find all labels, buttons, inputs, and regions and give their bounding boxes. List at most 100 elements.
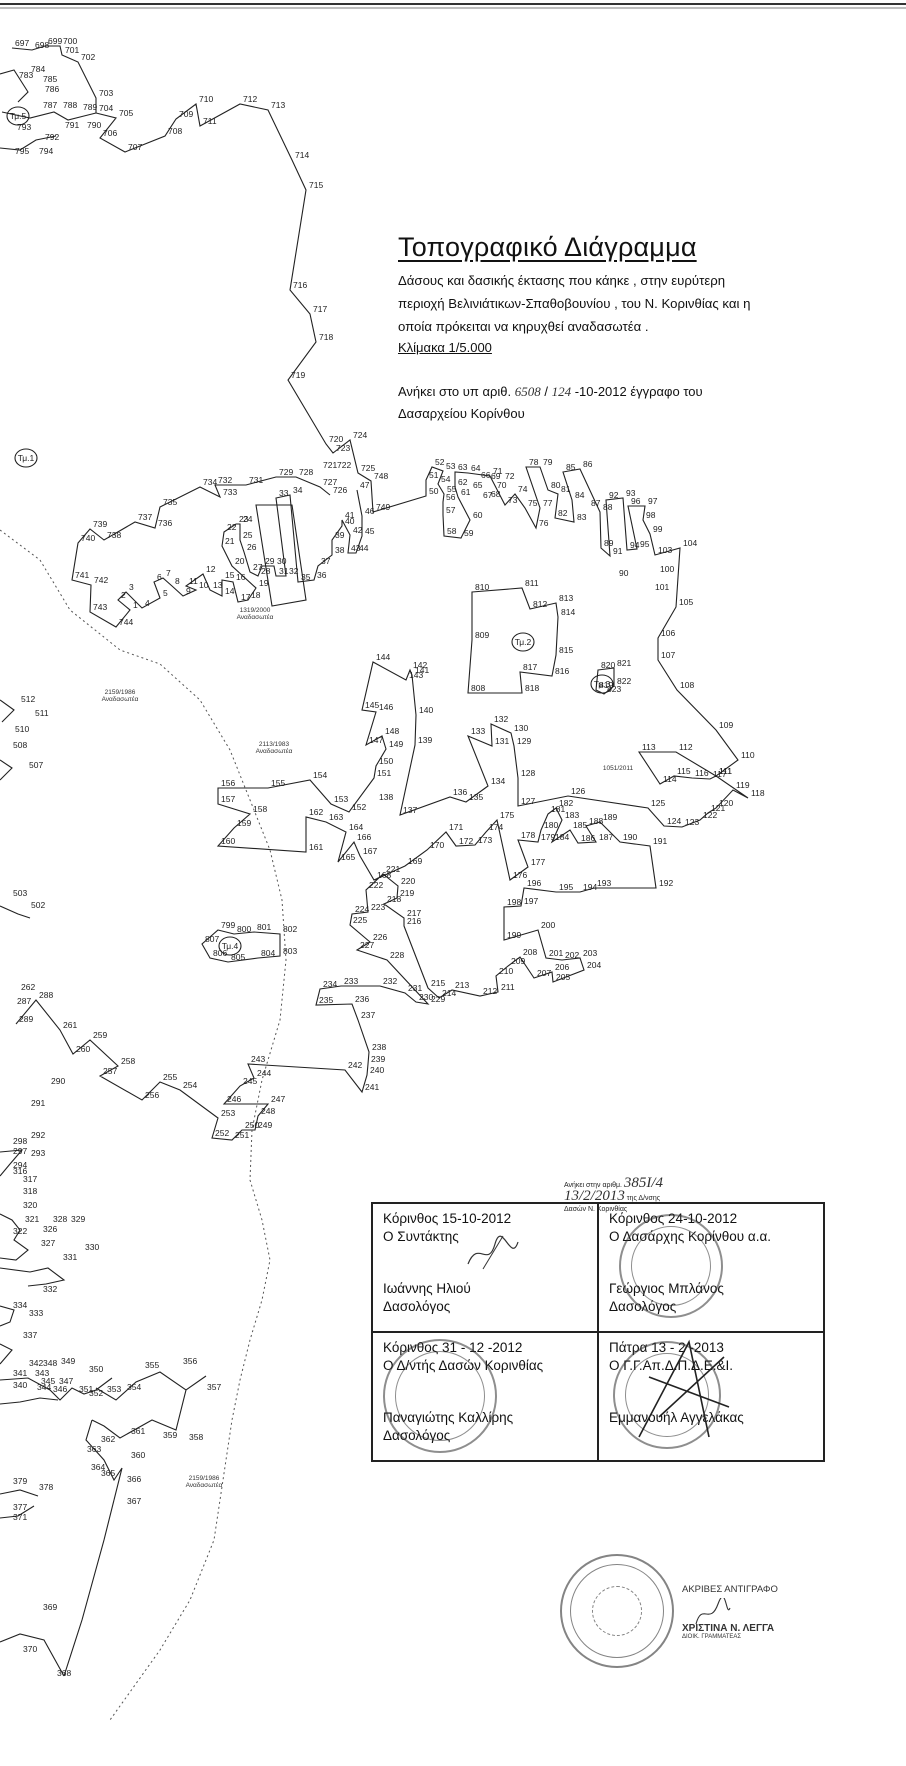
parcel-boundary: [637, 751, 718, 785]
vertex-label: 225: [353, 915, 367, 925]
vertex-label: 173: [478, 835, 492, 845]
stamp-number: 385Ι/4: [623, 1175, 664, 1191]
vertex-label: 744: [119, 617, 133, 627]
vertex-label: 61: [461, 487, 471, 497]
vertex-label: 354: [127, 1382, 141, 1392]
certified-copy: ΑΚΡΙΒΕΣ ΑΝΤΙΓΡΑΦΟ ΧΡΙΣΤΙΝΑ Ν. ΛΕΓΓΑ ΔΙΟΙ…: [682, 1584, 812, 1640]
vertex-label: 792: [45, 132, 59, 142]
vertex-label: 140: [419, 705, 433, 715]
vertex-label: 261: [63, 1020, 77, 1030]
official-seal: [383, 1339, 497, 1453]
vertex-label: 82: [558, 508, 568, 518]
vertex-label: 342: [29, 1358, 43, 1368]
vertex-label: 55: [447, 484, 457, 494]
vertex-label: 79: [543, 457, 553, 467]
vertex-label: 116: [695, 768, 709, 778]
vertex-label: 174: [489, 822, 503, 832]
section-label: Τμ.2: [515, 637, 532, 647]
upper-left-boundary: [71, 476, 363, 628]
vertex-label: 708: [168, 126, 182, 136]
vertex-label: 721: [323, 460, 337, 470]
edge-boundary-line: [0, 1633, 65, 1677]
vertex-label: 70: [497, 480, 507, 490]
vertex-label: 356: [183, 1356, 197, 1366]
vertex-label: 45: [365, 526, 375, 536]
vertex-label: 32: [289, 566, 299, 576]
vertex-label: 701: [65, 45, 79, 55]
vertex-label: 8: [175, 576, 180, 586]
vertex-label: 250: [245, 1120, 259, 1130]
vertex-label: 154: [313, 770, 327, 780]
vertex-label: 204: [587, 960, 601, 970]
vertex-label: 185: [573, 820, 587, 830]
vertex-label: 227: [360, 940, 374, 950]
registry-stamp: Ανήκει στην αριθμ. 385Ι/4 13/2/2013 της …: [564, 1175, 724, 1215]
vertex-label: 125: [651, 798, 665, 808]
vertex-label: 707: [128, 142, 142, 152]
certification-seal: [560, 1554, 674, 1668]
vertex-label: 819: [599, 680, 613, 690]
vertex-label: 358: [189, 1432, 203, 1442]
vertex-label: 64: [471, 463, 481, 473]
vertex-label: 252: [215, 1128, 229, 1138]
vertex-label: 184: [555, 832, 569, 842]
vertex-label: 75: [528, 498, 538, 508]
vertex-label: 107: [661, 650, 675, 660]
vertex-label: 723: [336, 443, 350, 453]
vertex-label: 187: [599, 832, 613, 842]
vertex-label: 53: [446, 461, 456, 471]
vertex-label: 793: [17, 122, 31, 132]
vertex-label: 361: [131, 1426, 145, 1436]
vertex-label: 341: [13, 1368, 27, 1378]
vertex-label: 73: [508, 495, 518, 505]
vertex-label: 790: [87, 120, 101, 130]
section-circle: [218, 936, 242, 956]
edge-boundary-line: [0, 905, 31, 919]
vertex-label: 248: [261, 1106, 275, 1116]
vertex-label: 223: [371, 902, 385, 912]
vertex-label: 29: [265, 556, 275, 566]
vertex-label: 142: [413, 660, 427, 670]
vertex-label: 90: [619, 568, 629, 578]
vertex-label: 254: [183, 1080, 197, 1090]
vertex-label: 806: [213, 948, 227, 958]
signature-cell-author: Κόρινθος 15-10-2012 Ο Συντάκτης Ιωάννης …: [372, 1203, 598, 1332]
vertex-label: 231: [408, 983, 422, 993]
vertex-label: 234: [323, 979, 337, 989]
vertex-label: 743: [93, 602, 107, 612]
vertex-label: 725: [361, 463, 375, 473]
vertex-label: 28: [261, 566, 271, 576]
vertex-label: 13: [213, 580, 223, 590]
vertex-label: 814: [561, 607, 575, 617]
vertex-label: 820: [601, 660, 615, 670]
vertex-label: 736: [158, 518, 172, 528]
vertex-label: 207: [537, 968, 551, 978]
vertex-label: 11: [189, 576, 198, 586]
ref-suffix: -10-2012 έγγραφο του: [574, 384, 703, 399]
edge-boundary-line: [0, 1213, 29, 1261]
vertex-label: 35: [301, 572, 311, 582]
signature-cell-director: Κόρινθος 31 - 12 -2012 Ο Δ/ντής Δασών Κο…: [372, 1332, 598, 1461]
vertex-label: 36: [317, 570, 327, 580]
vertex-label: 732: [218, 475, 232, 485]
vertex-label: 237: [361, 1010, 375, 1020]
vertex-label: 822: [617, 676, 631, 686]
edge-boundary-line: [0, 1305, 15, 1327]
vertex-label: 719: [291, 370, 305, 380]
vertex-label: 134: [491, 776, 505, 786]
vertex-label: 229: [431, 994, 445, 1004]
vertex-label: 105: [679, 597, 693, 607]
signature-table: Κόρινθος 15-10-2012 Ο Συντάκτης Ιωάννης …: [371, 1202, 825, 1462]
vertex-label: 348: [43, 1358, 57, 1368]
vertex-label: 367: [127, 1496, 141, 1506]
vertex-label: 262: [21, 982, 35, 992]
vertex-label: 97: [648, 496, 658, 506]
vertex-label: 239: [371, 1054, 385, 1064]
area-decision-id: 1319/2000: [240, 607, 271, 614]
vertex-label: 340: [13, 1380, 27, 1390]
vertex-label: 364: [91, 1462, 105, 1472]
edge-boundary-line: [0, 1377, 113, 1401]
vertex-label: 801: [257, 922, 271, 932]
vertex-label: 805: [231, 952, 245, 962]
